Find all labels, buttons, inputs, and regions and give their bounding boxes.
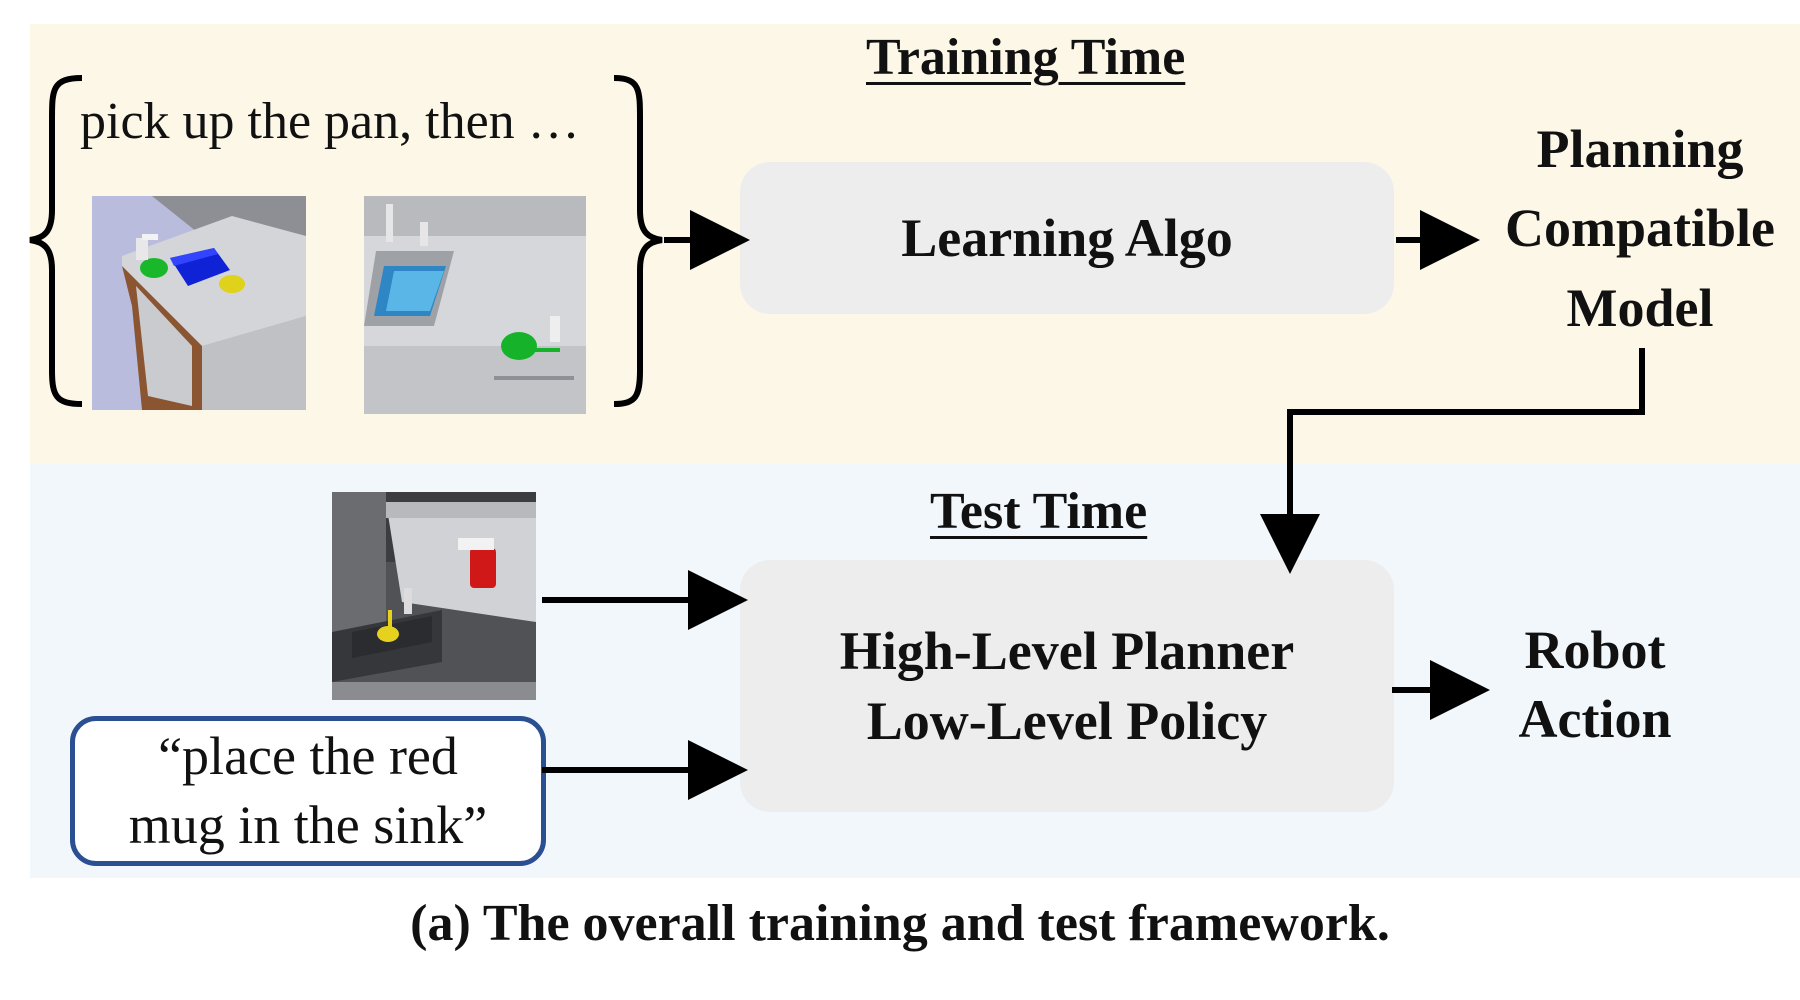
training-instruction-text: pick up the pan, then … bbox=[80, 93, 580, 150]
low-level-policy-label: Low-Level Policy bbox=[866, 691, 1268, 751]
model-label-line2: Compatible bbox=[1505, 198, 1775, 259]
high-level-planner-label: High-Level Planner bbox=[839, 620, 1295, 681]
language-prompt-box: “place the red mug in the sink” bbox=[70, 716, 546, 866]
test-scene-image bbox=[332, 492, 536, 700]
training-time-title: Training Time bbox=[866, 29, 1186, 86]
model-label-line1: Planning bbox=[1536, 119, 1744, 179]
robot-action-label: Robot Action bbox=[1470, 616, 1720, 754]
planning-compatible-model-label: Planning Compatible Model bbox=[1480, 110, 1800, 348]
model-label-line3: Model bbox=[1566, 277, 1714, 338]
prompt-line1: “place the red bbox=[158, 725, 458, 786]
figure-caption: (a) The overall training and test framew… bbox=[410, 895, 1390, 952]
training-scene-image-2 bbox=[364, 196, 586, 414]
learning-algo-label: Learning Algo bbox=[901, 207, 1233, 268]
robot-action-line2: Action bbox=[1518, 689, 1672, 750]
training-scene-image-1 bbox=[92, 196, 306, 410]
robot-action-line1: Robot bbox=[1524, 620, 1666, 680]
learning-algo-box: Learning Algo bbox=[740, 162, 1394, 314]
prompt-line2: mug in the sink” bbox=[128, 795, 488, 855]
test-time-title: Test Time bbox=[930, 483, 1148, 540]
planner-policy-box: High-Level Planner Low-Level Policy bbox=[740, 560, 1394, 812]
